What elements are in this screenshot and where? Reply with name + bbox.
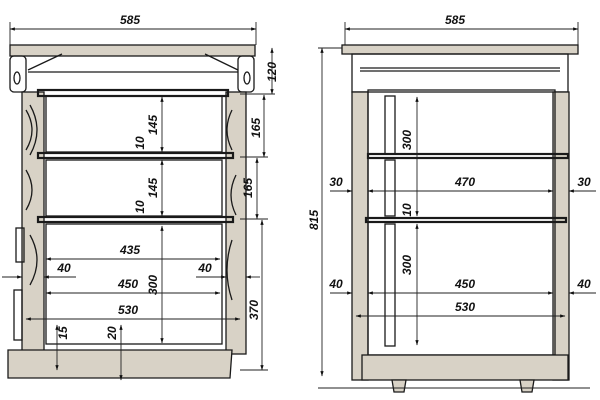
side-roof-box [351, 53, 569, 93]
front-view: 585 120 165 165 370 145 10 [2, 13, 279, 381]
roof-board [9, 44, 256, 57]
entrance-latch [15, 227, 25, 263]
entrance-door [13, 289, 23, 341]
side-shelf-2 [364, 216, 568, 224]
side-view: 585 815 300 10 300 470 30 30 450 40 40 [307, 13, 596, 393]
dim-side-wall-bottom-left: 40 [328, 277, 343, 291]
dim-overall-height: 815 [307, 210, 321, 230]
dim-side-frame-top: 300 [400, 130, 414, 150]
dim-roof-height: 120 [265, 62, 279, 82]
floor-board [7, 349, 233, 379]
dim-super-top: 165 [249, 118, 263, 138]
roof-hook-right [237, 55, 255, 93]
dim-floor-thickness: 20 [105, 326, 119, 341]
dim-gap-top: 10 [133, 136, 147, 150]
frame-brood [45, 223, 223, 345]
dim-side-wall-top-right: 30 [577, 175, 591, 189]
roof-brace [27, 53, 239, 73]
dim-side-outer-width: 530 [455, 300, 475, 314]
top-bar-1 [36, 88, 230, 98]
dim-wall-left: 40 [56, 261, 71, 275]
dim-side-frame-bottom: 300 [400, 255, 414, 275]
top-bar-3 [36, 215, 235, 224]
dim-body-height: 370 [247, 300, 261, 320]
dim-frame-top: 145 [146, 115, 160, 135]
dim-side-gap: 10 [400, 203, 414, 217]
dim-wall-right: 40 [197, 261, 212, 275]
dim-brood-frame-height: 300 [146, 275, 160, 295]
dim-gap-middle: 10 [133, 200, 147, 214]
dim-frame-width: 450 [117, 277, 138, 291]
side-wall-left [351, 91, 369, 381]
side-roof-board [341, 44, 579, 55]
roof-hook-left [9, 55, 27, 93]
side-shelf-1 [366, 152, 570, 160]
dim-side-wall-top-left: 30 [329, 175, 343, 189]
dim-side-inner-width-bottom: 450 [454, 277, 475, 291]
dim-overall-width: 585 [120, 13, 140, 27]
dim-outer-width: 530 [118, 303, 138, 317]
foot-right [519, 379, 535, 393]
dim-super-middle: 165 [241, 178, 255, 198]
side-floor [361, 354, 569, 381]
dim-frame-middle: 145 [146, 178, 160, 198]
dim-inner-width: 435 [119, 243, 140, 257]
dim-side-inner-width-top: 470 [454, 175, 475, 189]
dim-bottom-gap: 15 [56, 326, 70, 340]
top-bar-2 [36, 151, 235, 160]
dim-side-wall-bottom-right: 40 [576, 277, 591, 291]
dim-side-overall-width: 585 [445, 13, 465, 27]
foot-left [391, 379, 407, 393]
